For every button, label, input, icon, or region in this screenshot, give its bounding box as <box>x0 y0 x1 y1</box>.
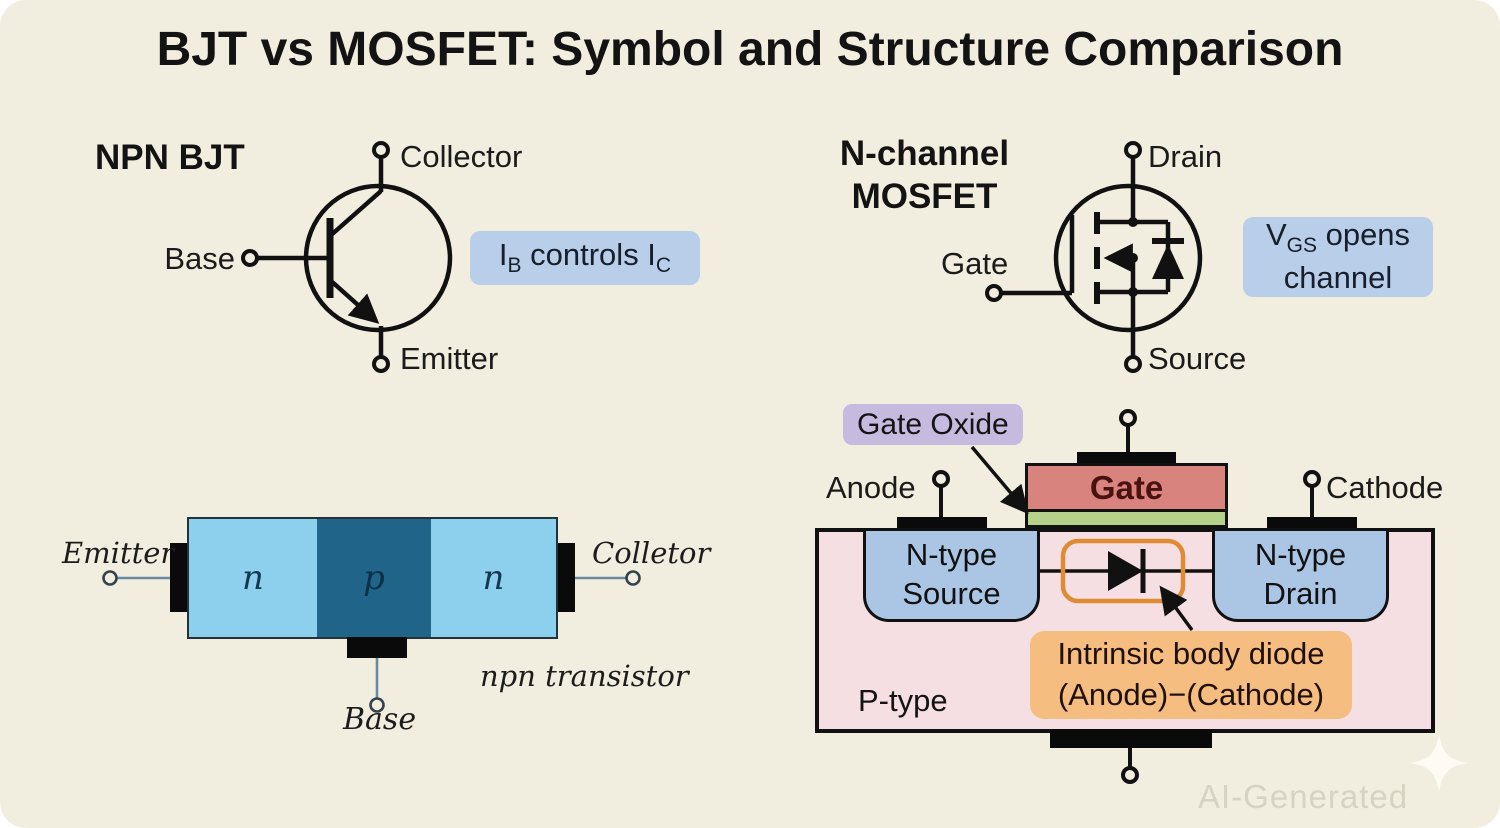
mosfet-heading-line1: N-channel <box>839 134 1010 173</box>
drain-contact <box>1267 517 1357 528</box>
bjt-base-label: Base <box>164 241 235 276</box>
npn-region-n-emitter: n <box>189 519 317 637</box>
mosfet-oxide-rect <box>1025 512 1228 528</box>
mosfet-note-text: VGS opens channel <box>1265 216 1411 296</box>
mosfet-symbol-icon <box>985 141 1203 373</box>
ptype-label: P-type <box>858 683 948 718</box>
sparkle-icon <box>1410 734 1468 792</box>
gate-contact <box>1077 452 1176 463</box>
gate-oxide-badge: Gate Oxide <box>843 404 1023 445</box>
drain-region-line1: N-type <box>1254 537 1347 573</box>
bjt-collector-label: Collector <box>400 139 523 174</box>
npn-region-n-collector: n <box>431 519 556 637</box>
mosfet-drain-region: N-type Drain <box>1212 528 1389 622</box>
anode-label: Anode <box>826 470 916 505</box>
bjt-symbol-icon <box>241 141 453 373</box>
npn-collector-label: Colletor <box>592 536 711 570</box>
mosfet-source-region: N-type Source <box>863 528 1040 622</box>
body-contact <box>1050 729 1212 748</box>
watermark-text: AI-Generated <box>1198 778 1409 815</box>
bjt-note-badge: IB controls IC <box>470 231 700 285</box>
npn-base-contact <box>347 637 407 658</box>
npn-region-p-base: p <box>317 519 431 637</box>
cathode-label: Cathode <box>1326 470 1444 505</box>
mosfet-structure-connectors-icon <box>932 409 1321 784</box>
mosfet-source-label: Source <box>1148 341 1247 376</box>
npn-base-label: Base <box>343 702 417 737</box>
bjt-heading: NPN BJT <box>95 138 245 177</box>
gate-rect-label: Gate <box>1089 468 1164 506</box>
npn-caption: npn transistor <box>480 659 689 693</box>
mosfet-drain-label: Drain <box>1148 139 1223 174</box>
source-contact <box>897 517 987 528</box>
mosfet-gate-label: Gate <box>941 246 1009 281</box>
body-diode-badge: Intrinsic body diode (Anode)−(Cathode) <box>1030 631 1352 719</box>
npn-leads-icon <box>102 570 641 713</box>
mosfet-heading: N-channel MOSFET <box>812 133 1037 218</box>
body-diode-badge-line1: Intrinsic body diode <box>1057 636 1325 672</box>
npn-block: n p n <box>187 517 558 639</box>
npn-collector-contact <box>558 543 575 612</box>
mosfet-note-badge: VGS opens channel <box>1243 217 1433 297</box>
mosfet-gate-rect: Gate <box>1025 463 1228 512</box>
mosfet-heading-line2: MOSFET <box>851 176 998 216</box>
source-region-line1: N-type <box>905 537 998 573</box>
page-title: BJT vs MOSFET: Symbol and Structure Comp… <box>156 23 1344 76</box>
drain-region-line2: Drain <box>1263 576 1338 611</box>
npn-emitter-label: Emitter <box>62 536 175 570</box>
source-region-line2: Source <box>902 576 1001 611</box>
body-diode-badge-line2: (Anode)−(Cathode) <box>1057 677 1325 712</box>
bjt-emitter-label: Emitter <box>400 341 499 376</box>
bjt-note-text: IB controls IC <box>498 237 672 278</box>
npn-emitter-contact <box>170 543 187 612</box>
